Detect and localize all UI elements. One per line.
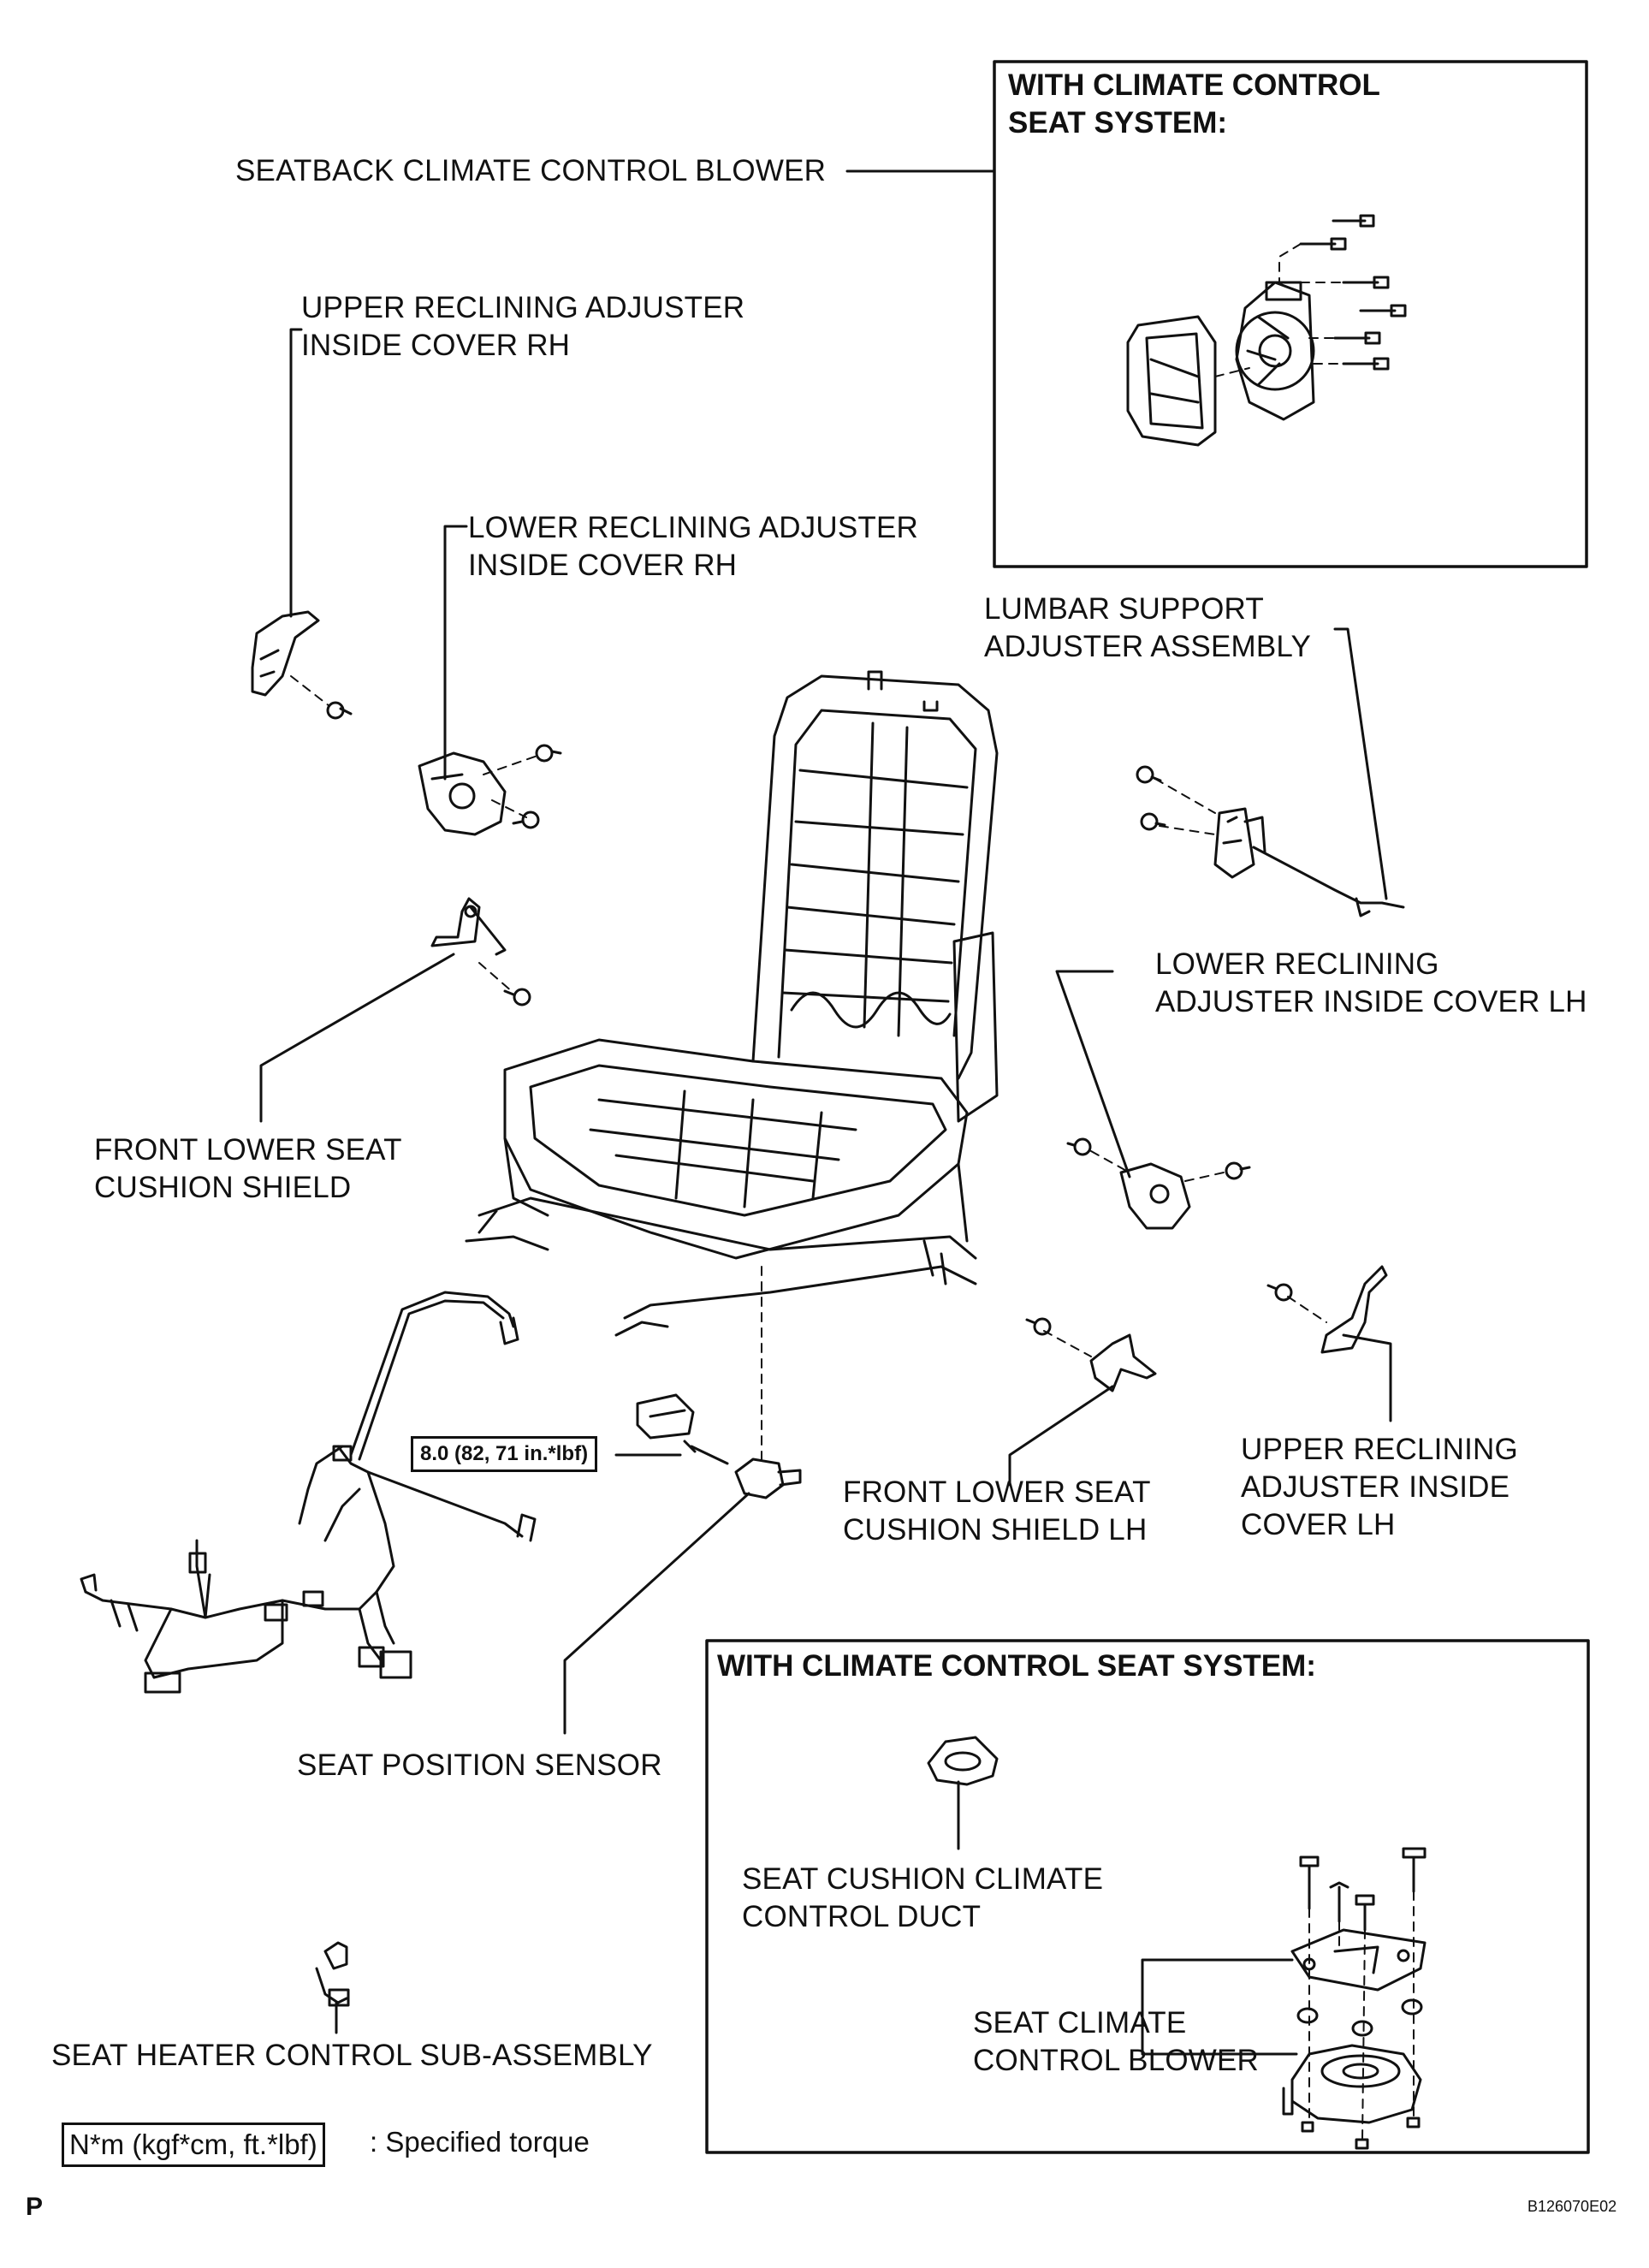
lumbar-adjuster: [1213, 807, 1405, 917]
label-front-lower-shield-lh-line-2: CUSHION SHIELD LH: [843, 1513, 1148, 1547]
leader-upper-lh: [1342, 1333, 1392, 1422]
figure-id: B126070E02: [1527, 2198, 1617, 2215]
seat-frame: [465, 670, 999, 1337]
label-seat-climate-blower-line-1: SEAT CLIMATE: [973, 2006, 1187, 2039]
label-lower-reclining-lh-line-1: LOWER RECLINING: [1155, 947, 1439, 981]
front-lower-shield-bolt: [503, 988, 531, 1006]
label-front-lower-shield-line-2: CUSHION SHIELD: [94, 1171, 352, 1204]
bottom-inset-title: WITH CLIMATE CONTROL SEAT SYSTEM:: [717, 1649, 1316, 1683]
lower-lh-bolts: [1066, 1137, 1251, 1180]
label-lower-reclining-rh-line-1: LOWER RECLINING ADJUSTER: [468, 511, 918, 544]
label-front-lower-shield-lh: FRONT LOWER SEAT CUSHION SHIELD LH: [843, 1474, 1151, 1549]
label-seat-heater-control: SEAT HEATER CONTROL SUB-ASSEMBLY: [51, 2039, 653, 2072]
label-front-lower-shield-line-1: FRONT LOWER SEAT: [94, 1133, 402, 1167]
label-upper-reclining-lh-line-2: ADJUSTER INSIDE: [1241, 1470, 1510, 1504]
front-lower-shield-lh-bolt: [1025, 1317, 1052, 1336]
label-seat-climate-blower: SEAT CLIMATE CONTROL BLOWER: [973, 2004, 1259, 2080]
label-front-lower-shield: FRONT LOWER SEAT CUSHION SHIELD: [94, 1131, 402, 1207]
label-cushion-duct: SEAT CUSHION CLIMATE CONTROL DUCT: [742, 1861, 1103, 1936]
label-lower-reclining-rh: LOWER RECLINING ADJUSTER INSIDE COVER RH: [468, 509, 918, 585]
seat-blower-grommets: [1296, 1998, 1423, 2037]
leader-front-lower-shield: [259, 953, 455, 1123]
lumbar-bolts: [1136, 765, 1166, 831]
upper-rh-bolt: [326, 701, 353, 720]
label-upper-reclining-lh-line-1: UPPER RECLINING: [1241, 1433, 1518, 1466]
top-inset-title-line-2: SEAT SYSTEM:: [1008, 106, 1228, 140]
upper-rh-cover: [251, 610, 320, 697]
torque-legend-box: N*m (kgf*cm, ft.*lbf): [62, 2123, 325, 2167]
torque-spec-box: 8.0 (82, 71 in.*lbf): [411, 1436, 598, 1472]
label-front-lower-shield-lh-line-1: FRONT LOWER SEAT: [843, 1475, 1151, 1509]
label-lower-reclining-lh-line-2: ADJUSTER INSIDE COVER LH: [1155, 985, 1587, 1018]
leader-lower-rh: [443, 525, 468, 781]
seat-blower-screws: [1299, 1847, 1427, 1932]
seat-blower-nuts: [1301, 2117, 1421, 2150]
seat-climate-blower-part: [1282, 2044, 1422, 2124]
leader-lumbar: [1333, 627, 1388, 900]
label-upper-reclining-lh-line-3: COVER LH: [1241, 1508, 1396, 1541]
seatback-blower-fan: [1235, 281, 1315, 421]
top-inset-frame: [993, 60, 1588, 568]
label-lower-reclining-rh-line-2: INSIDE COVER RH: [468, 549, 738, 582]
sensor-bolt: [683, 1440, 729, 1465]
label-cushion-duct-line-1: SEAT CUSHION CLIMATE: [742, 1862, 1104, 1896]
bottom-inset-frame: [705, 1639, 1590, 2154]
label-upper-reclining-rh-line-1: UPPER RECLINING ADJUSTER: [301, 291, 745, 324]
torque-legend-text: : Specified torque: [370, 2126, 590, 2158]
lower-lh-cover: [1119, 1162, 1191, 1230]
upper-lh-bolt: [1266, 1283, 1293, 1302]
label-upper-reclining-rh: UPPER RECLINING ADJUSTER INSIDE COVER RH: [301, 289, 744, 365]
front-lower-shield-part: [430, 897, 507, 956]
lower-rh-bolts: [512, 744, 562, 829]
seat-position-sensor-part: [734, 1458, 802, 1499]
label-lumbar-support: LUMBAR SUPPORT ADJUSTER ASSEMBLY: [984, 591, 1311, 666]
wire-harness: [80, 1291, 537, 1694]
leader-upper-rh: [289, 328, 303, 618]
label-seat-climate-blower-line-2: CONTROL BLOWER: [973, 2044, 1260, 2077]
label-upper-reclining-lh: UPPER RECLINING ADJUSTER INSIDE COVER LH: [1241, 1431, 1518, 1544]
label-lumbar-support-line-1: LUMBAR SUPPORT: [984, 592, 1264, 626]
corner-letter: P: [26, 2193, 44, 2221]
leader-lower-lh: [1055, 970, 1131, 1179]
label-cushion-duct-line-2: CONTROL DUCT: [742, 1900, 982, 1933]
label-seat-position-sensor: SEAT POSITION SENSOR: [297, 1748, 662, 1782]
sensor-bracket: [636, 1393, 695, 1440]
seat-heater-control-part: [315, 1941, 350, 2007]
upper-lh-cover: [1320, 1265, 1388, 1354]
front-lower-shield-lh-part: [1089, 1333, 1157, 1392]
label-lumbar-support-line-2: ADJUSTER ASSEMBLY: [984, 630, 1312, 663]
label-lower-reclining-lh: LOWER RECLINING ADJUSTER INSIDE COVER LH: [1155, 946, 1587, 1021]
seatback-blower-screws: [1299, 214, 1407, 371]
top-inset-title: WITH CLIMATE CONTROL SEAT SYSTEM:: [1008, 67, 1380, 142]
cushion-duct-part: [927, 1736, 999, 1786]
label-seatback-blower: SEATBACK CLIMATE CONTROL BLOWER: [235, 154, 827, 187]
seat-blower-upper-plate: [1290, 1928, 1427, 1992]
lower-rh-cover: [418, 751, 507, 836]
top-inset-title-line-1: WITH CLIMATE CONTROL: [1008, 68, 1380, 102]
leader-seat-blower: [1141, 1958, 1298, 2056]
leader-front-lower-shield-lh: [1008, 1385, 1114, 1487]
seatback-blower-bracket: [1126, 315, 1217, 447]
leader-seat-position-sensor: [563, 1492, 750, 1735]
label-upper-reclining-rh-line-2: INSIDE COVER RH: [301, 329, 571, 362]
